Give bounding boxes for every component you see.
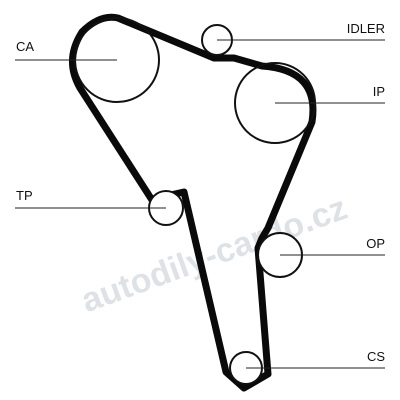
idler-label: IDLER: [347, 21, 385, 36]
ca-label: CA: [16, 39, 34, 54]
timing-belt: [69, 13, 317, 392]
op-label: OP: [366, 236, 385, 251]
cs-label: CS: [367, 349, 385, 364]
ip-label: IP: [373, 84, 385, 99]
tp-label: TP: [16, 188, 33, 203]
